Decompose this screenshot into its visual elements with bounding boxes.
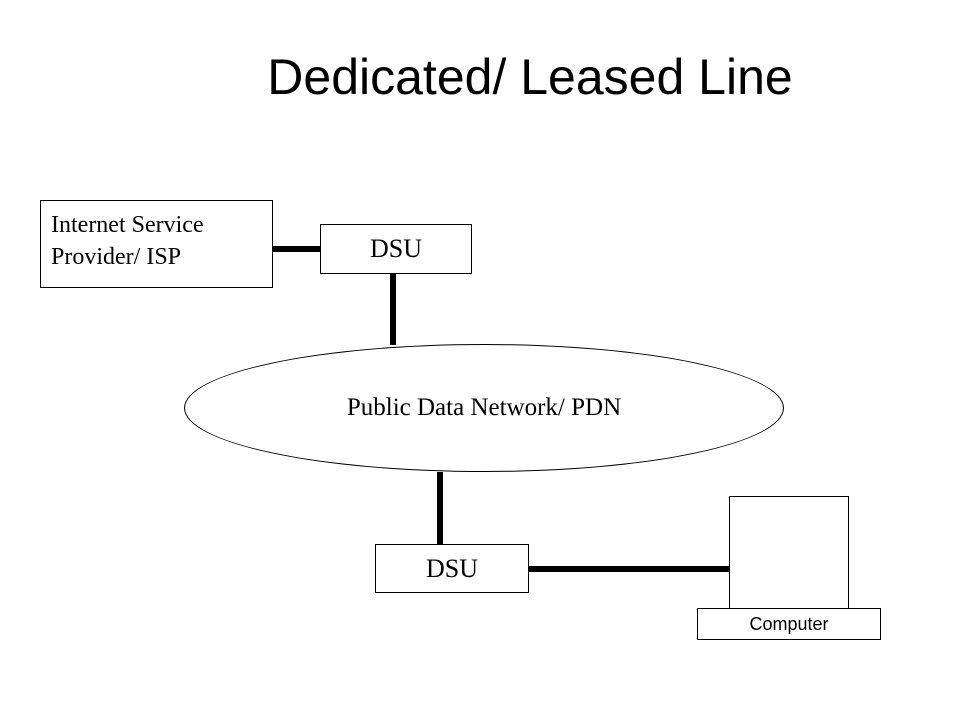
isp-node: Internet Service Provider/ ISP xyxy=(40,200,273,288)
dsu-node-bottom: DSU xyxy=(375,544,529,593)
connector-dsu-to-computer xyxy=(529,566,729,572)
slide-title: Dedicated/ Leased Line xyxy=(267,49,793,105)
connector-isp-to-dsu xyxy=(273,246,320,252)
dsu-node-top: DSU xyxy=(320,224,472,274)
connector-pdn-to-dsu xyxy=(437,472,443,544)
isp-label-line-2: Provider/ ISP xyxy=(51,244,182,270)
computer-base: Computer xyxy=(697,608,881,640)
computer-label: Computer xyxy=(749,613,829,634)
dsu-bottom-label: DSU xyxy=(425,553,478,583)
connector-dsu-to-pdn xyxy=(390,274,396,345)
isp-label-line-1: Internet Service xyxy=(51,212,204,238)
pdn-label: Public Data Network/ PDN xyxy=(346,394,622,421)
pdn-node xyxy=(184,344,784,472)
computer-monitor-icon xyxy=(729,496,849,610)
dsu-top-label: DSU xyxy=(369,234,422,263)
